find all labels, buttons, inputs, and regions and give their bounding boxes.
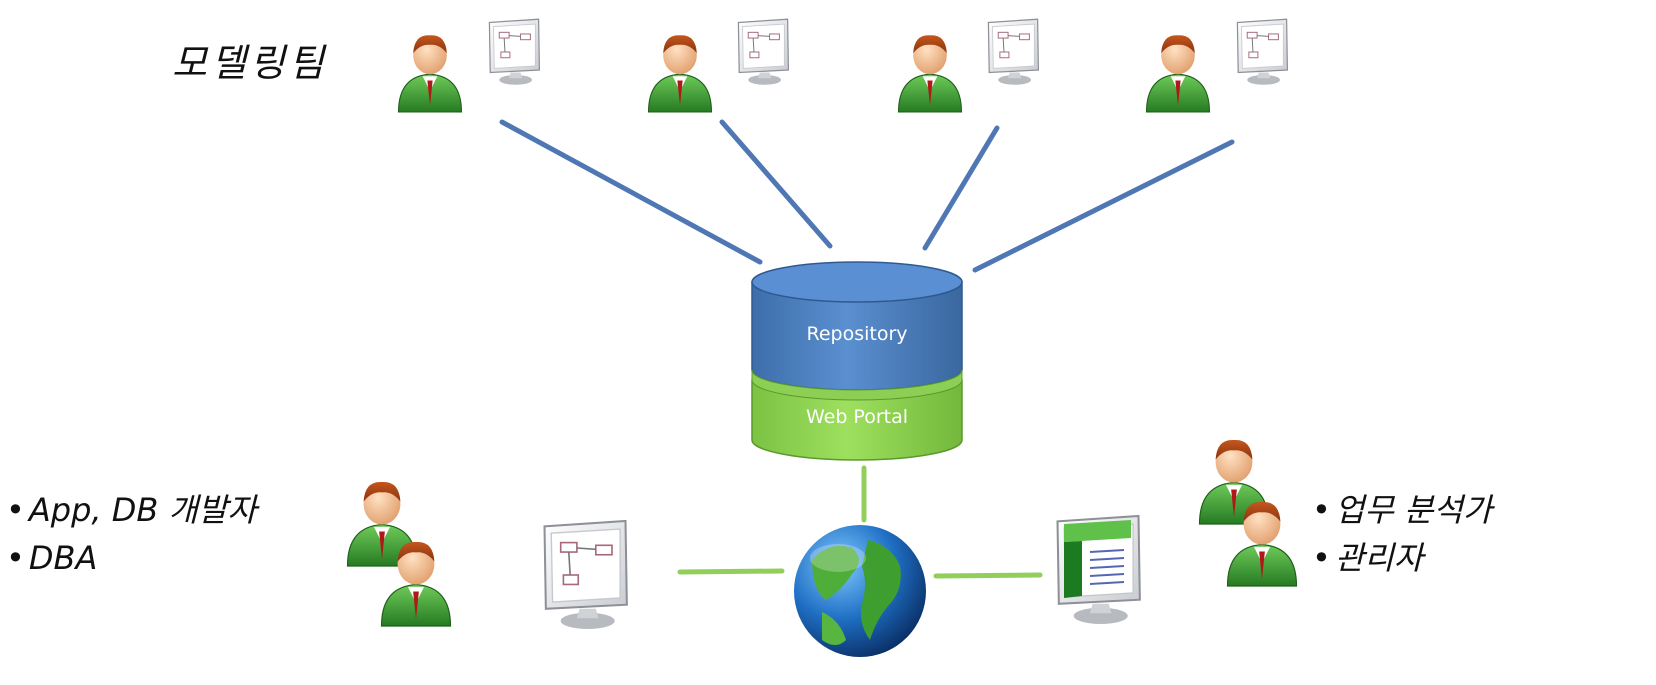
developer-users (346, 481, 452, 627)
list-item: •App, DB 개발자 (6, 491, 257, 529)
list-item: •DBA (6, 539, 98, 577)
role-label: 업무 분석가 (1334, 491, 1493, 529)
developer-roles-list: •App, DB 개발자 •DBA (6, 486, 257, 582)
connector-line (677, 568, 785, 575)
connector-line (922, 125, 1000, 251)
globe-icon (794, 525, 926, 657)
modeling-team-member (897, 18, 1040, 113)
modeling-team-title: 모델링팀 (172, 41, 328, 85)
list-item: •관리자 (1312, 539, 1424, 577)
role-label: App, DB 개발자 (28, 491, 257, 529)
modeling-team-member (397, 18, 541, 113)
developer-monitor (543, 519, 628, 631)
modeling-team-member (1145, 18, 1289, 113)
database-cylinder: Repository Web Portal (751, 261, 963, 461)
web-portal-label: Web Portal (806, 406, 908, 428)
analyst-roles-list: •업무 분석가 •관리자 (1312, 486, 1492, 582)
analyst-users (1198, 439, 1298, 587)
role-label: DBA (28, 539, 98, 577)
role-label: 관리자 (1334, 539, 1424, 577)
repository-label: Repository (806, 323, 907, 345)
connector-line (499, 119, 763, 265)
modeling-team-member (647, 18, 790, 113)
connector-line (933, 572, 1043, 579)
network-connectors (677, 465, 1043, 579)
connector-line (719, 119, 833, 249)
team-connectors (499, 119, 1235, 273)
connector-line (972, 139, 1235, 273)
web-portal-monitor (1056, 514, 1141, 626)
list-item: •업무 분석가 (1312, 491, 1493, 529)
